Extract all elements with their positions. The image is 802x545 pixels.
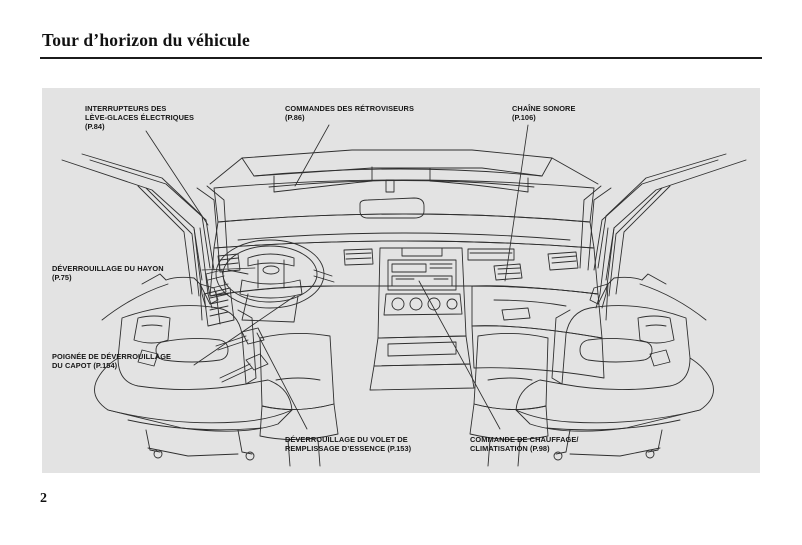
roof-and-headliner [209,149,599,223]
front-seats [94,305,339,467]
callout-climate-control: COMMANDE DE CHAUFFAGE/ CLIMATISATION (P.… [470,435,579,454]
illustration-panel: INTERRUPTEURS DES LÈVE-GLACES ÉLECTRIQUE… [42,88,760,473]
right-pillar-and-window [579,153,747,321]
glovebox [471,285,605,379]
door-trim [133,315,675,367]
callout-fuel-lid-release: DÉVERROUILLAGE DU VOLET DE REMPLISSAGE D… [285,435,412,454]
vehicle-interior-overview-diagram [61,124,747,467]
header-divider [40,57,762,59]
callout-tailgate-release: DÉVERROUILLAGE DU HAYON (P.75) [52,264,164,283]
page-title: Tour d’horizon du véhicule [42,30,250,50]
page-number: 2 [40,491,47,506]
center-stack [369,247,475,391]
left-switch-cluster [203,253,241,327]
dash-vents [343,247,579,281]
left-pillar-and-window [61,153,229,321]
leader-lines [145,124,529,430]
seat-belts [193,227,615,309]
callout-window-switches: INTERRUPTEURS DES LÈVE-GLACES ÉLECTRIQUE… [85,104,195,132]
callout-mirror-controls: COMMANDES DES RÉTROVISEURS (P.86) [285,104,414,123]
passenger-seats [469,305,714,467]
callout-audio-system: CHAÎNE SONORE (P.106) [512,104,576,123]
callout-hood-release: POIGNÉE DE DÉVERROUILLAGE DU CAPOT (P.15… [52,352,172,371]
